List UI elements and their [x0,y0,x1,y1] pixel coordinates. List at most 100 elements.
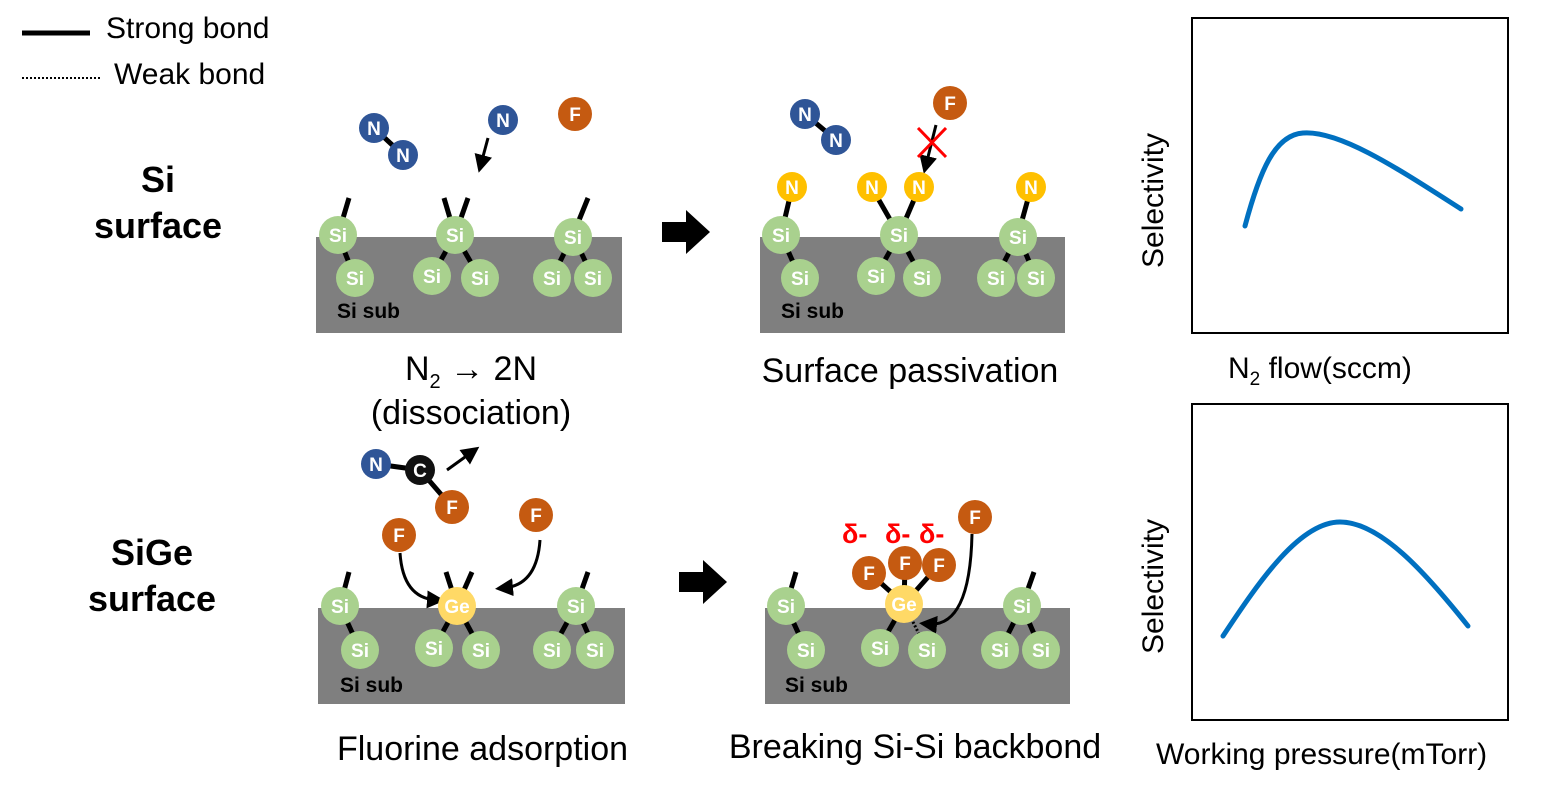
svg-text:N: N [912,178,926,199]
svg-text:F: F [446,498,458,519]
svg-text:Si: Si [346,269,364,290]
n-surface-atom: N [777,172,807,202]
f-atom: F [558,97,592,131]
substrate-label-2: Si sub [781,300,844,323]
chart-frame-bottom [1191,403,1509,721]
si-atom: Si [554,218,592,256]
si-atom: Si [1003,587,1041,625]
svg-text:Si: Si [586,641,604,662]
svg-text:N: N [496,111,510,132]
svg-text:Si: Si [918,641,936,662]
f-atom: F [958,500,992,534]
svg-text:Si: Si [543,641,561,662]
process-arrow-top [662,210,710,254]
si-atoms: Si Si Si Si Si Si Si Si Si Si Si Si Si S… [319,216,1060,669]
si-atom: Si [781,259,819,297]
svg-text:Si: Si [584,269,602,290]
f-atom: F [888,546,922,580]
si-atom: Si [576,631,614,669]
svg-text:N: N [369,455,383,476]
si-atom: Si [908,631,946,669]
f-atom: F [382,518,416,552]
si-atom: Si [977,259,1015,297]
si-atom: Si [861,629,899,667]
svg-text:Ge: Ge [444,597,469,618]
svg-text:N: N [367,119,381,140]
svg-text:Si: Si [543,269,561,290]
n-gas-atom: N [790,99,820,129]
chart-top-xlabel-rest: flow(sccm) [1260,352,1412,385]
svg-text:Si: Si [564,228,582,249]
caption-adsorption: Fluorine adsorption [336,730,629,768]
svg-text:F: F [569,105,581,126]
legend-strong-label: Strong bond [106,12,270,45]
delta-charge: δ- [885,519,910,549]
row-label-si-line2: surface [93,205,223,246]
n-gas-atom: N [361,449,391,479]
svg-text:Si: Si [791,269,809,290]
svg-text:C: C [413,461,427,482]
chart-curve-top [1242,130,1464,229]
n-surface-atom: N [904,172,934,202]
c-atom: C [405,455,435,485]
si-atom: Si [762,216,800,254]
delta-charge: δ- [842,519,867,549]
n-gas-atom: N [359,113,389,143]
svg-text:Si: Si [777,597,795,618]
chart-bottom-xlabel: Working pressure(mTorr) [1156,738,1488,771]
si-atom: Si [767,587,805,625]
si-atom: Si [857,257,895,295]
svg-text:Si: Si [423,267,441,288]
si-atom: Si [413,257,451,295]
svg-text:Si: Si [1032,641,1050,662]
svg-text:Si: Si [425,639,443,660]
si-atom: Si [533,631,571,669]
chart-bottom-ylabel: Selectivity [1137,518,1170,654]
f-atom: F [933,86,967,120]
n-surface-atom: N [1016,172,1046,202]
f-atom: F [852,556,886,590]
caption-dissociation-line1: N2 → 2N [346,350,596,394]
svg-text:F: F [393,526,405,547]
si-atom: Si [1022,631,1060,669]
caption-dissociation-line2: (dissociation) [370,393,572,432]
legend-lines [22,30,100,79]
svg-text:N: N [785,178,799,199]
row-label-sige-line2: surface [87,578,217,619]
caption-breaking: Breaking Si-Si backbond [728,728,1102,766]
si-atom: Si [461,259,499,297]
si-atom: Si [903,259,941,297]
caption-n: N [404,350,430,388]
svg-text:N: N [798,105,812,126]
caption-passivation: Surface passivation [761,352,1059,390]
svg-text:F: F [933,556,945,577]
caption-arrow-2n: → 2N [440,350,538,388]
caption-n-subscript: 2 [429,370,441,393]
svg-text:Si: Si [1013,597,1031,618]
svg-text:N: N [1024,178,1038,199]
chart-top-xlabel-subscript: 2 [1249,369,1261,390]
svg-text:F: F [944,94,956,115]
si-atom: Si [341,631,379,669]
row-label-sige: SiGe surface [62,530,242,622]
delta-charge: δ- [919,519,944,549]
svg-text:Si: Si [797,641,815,662]
svg-text:Si: Si [890,226,908,247]
si-atom: Si [336,259,374,297]
si-atom: Si [415,629,453,667]
f-atom: F [519,498,553,532]
si-atom: Si [574,259,612,297]
si-atom: Si [321,587,359,625]
svg-text:N: N [865,178,879,199]
n-surface-atom: N [857,172,887,202]
svg-text:Si: Si [472,641,490,662]
svg-text:Si: Si [867,267,885,288]
svg-text:Si: Si [471,269,489,290]
svg-text:Si: Si [871,639,889,660]
svg-text:F: F [530,506,542,527]
si-atom: Si [462,631,500,669]
chart-curve-bottom [1220,519,1471,639]
svg-text:F: F [969,508,981,529]
process-arrow-bottom [679,560,727,604]
si-atom: Si [981,631,1019,669]
